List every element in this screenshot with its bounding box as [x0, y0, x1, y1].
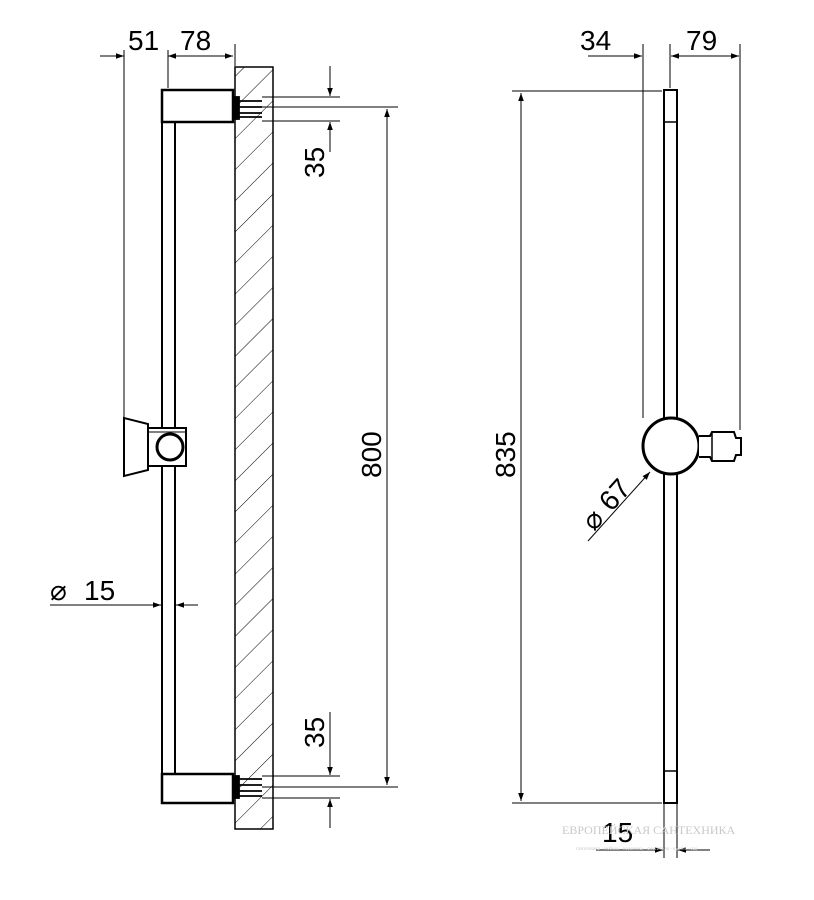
holder-disc — [641, 416, 701, 476]
label-offset-34: 34 — [580, 25, 611, 56]
dim-800 — [262, 106, 398, 788]
top-wall-anchor — [232, 96, 262, 120]
top-bracket — [160, 88, 235, 124]
slider-holder-side — [123, 416, 187, 478]
watermark-tagline: сантехника · мебель · керамика · смесите… — [576, 847, 698, 852]
label-offset-78: 78 — [180, 25, 211, 56]
dim-width-15 — [596, 804, 710, 858]
label-bottom-35: 35 — [299, 717, 330, 748]
dim-835 — [512, 90, 662, 804]
label-holder-diameter: 67 — [593, 473, 637, 517]
label-height-800: 800 — [356, 431, 387, 478]
front-view — [512, 44, 742, 858]
label-top-35: 35 — [299, 147, 330, 178]
dim-top-35 — [262, 66, 340, 152]
dim-holder-diameter — [587, 471, 651, 542]
side-view — [50, 44, 398, 830]
label-height-835: 835 — [490, 431, 521, 478]
watermark-brand: ЕВРОПЕЙСКАЯ САНТЕХНИКА — [562, 823, 736, 837]
bottom-bracket — [160, 772, 235, 805]
diameter-symbol-rod: ⌀ — [50, 575, 67, 606]
label-offset-79: 79 — [686, 25, 717, 56]
slider-holder-front — [641, 416, 742, 476]
label-offset-51: 51 — [128, 25, 159, 56]
dim-34-79 — [588, 44, 741, 430]
wall-section — [234, 66, 274, 830]
bottom-wall-anchor — [232, 775, 262, 799]
label-rod-diameter: 15 — [84, 575, 115, 606]
dim-bottom-35 — [262, 712, 340, 828]
label-width-15: 15 — [602, 817, 633, 848]
dim-51-78 — [100, 44, 236, 418]
